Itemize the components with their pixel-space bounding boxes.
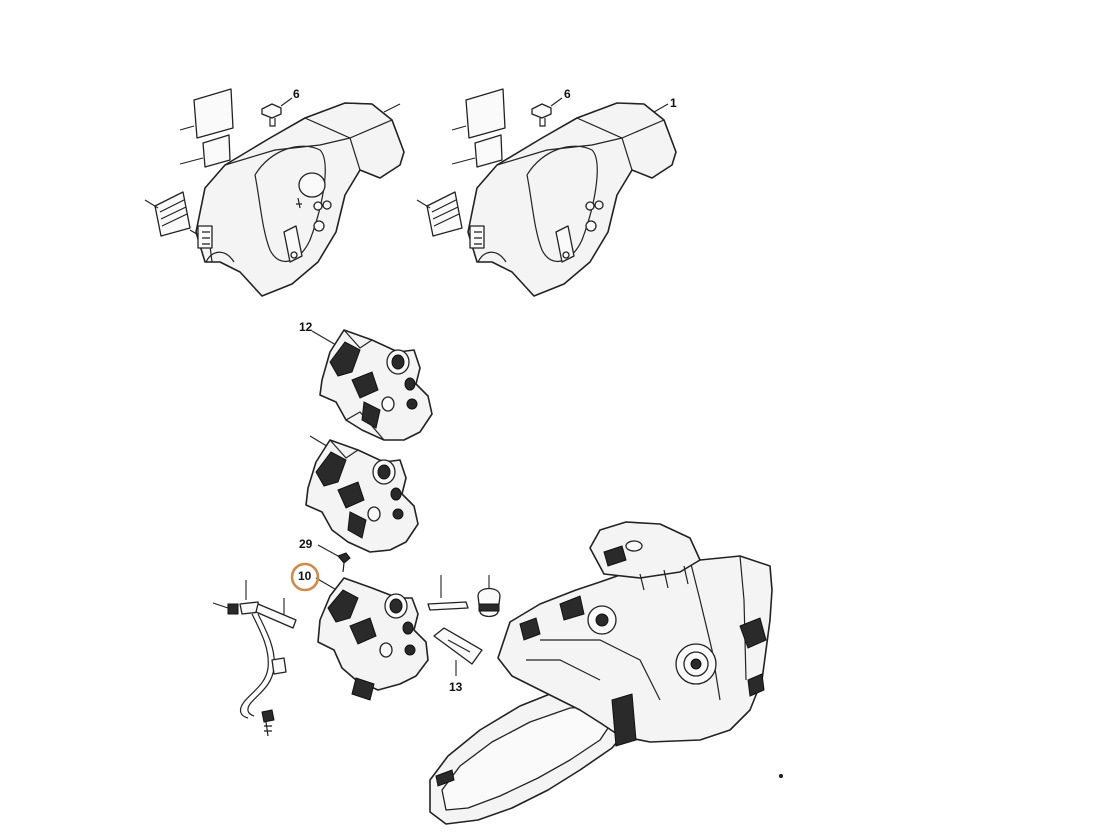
screw-6-right: [531, 97, 563, 127]
plate-13: [433, 627, 483, 676]
leader-decal-b: [179, 157, 204, 165]
housing-12: [311, 329, 433, 441]
left-shroud: [144, 88, 405, 297]
screw-6-left: [261, 97, 293, 127]
leader-12: [311, 330, 337, 346]
chainsaw-assembly: [429, 521, 783, 825]
callout-29: 29: [299, 537, 313, 551]
leader-29: [317, 544, 339, 557]
callout-10: 10: [298, 569, 312, 583]
callout-12: 12: [299, 320, 313, 334]
shroud-body-left: [195, 102, 405, 297]
primer-bulb: [477, 575, 501, 618]
leader-shroud-left: [383, 103, 401, 113]
screw-29: [317, 544, 351, 573]
decal-square-a: [193, 88, 234, 139]
decal-square-b: [202, 134, 231, 168]
callout-1: 1: [670, 96, 677, 110]
leader-side-decal: [144, 199, 159, 209]
leader-decal-a: [179, 125, 195, 131]
shroud-body-right: [467, 102, 677, 297]
pin-part: [427, 575, 469, 611]
callout-6-right: 6: [564, 87, 571, 101]
callout-13: 13: [449, 680, 463, 694]
housing-middle: [305, 435, 419, 553]
decal-square-c: [465, 88, 506, 139]
fuel-hose-assembly: [212, 580, 297, 737]
choke-opening-left: [298, 172, 326, 198]
leader-shroud-1: [653, 103, 669, 113]
callout-6-left: 6: [293, 87, 300, 101]
highlight-ring-10: [290, 562, 320, 592]
housing-10: [315, 577, 429, 701]
right-shroud: [416, 88, 677, 297]
decal-square-d: [474, 134, 503, 168]
